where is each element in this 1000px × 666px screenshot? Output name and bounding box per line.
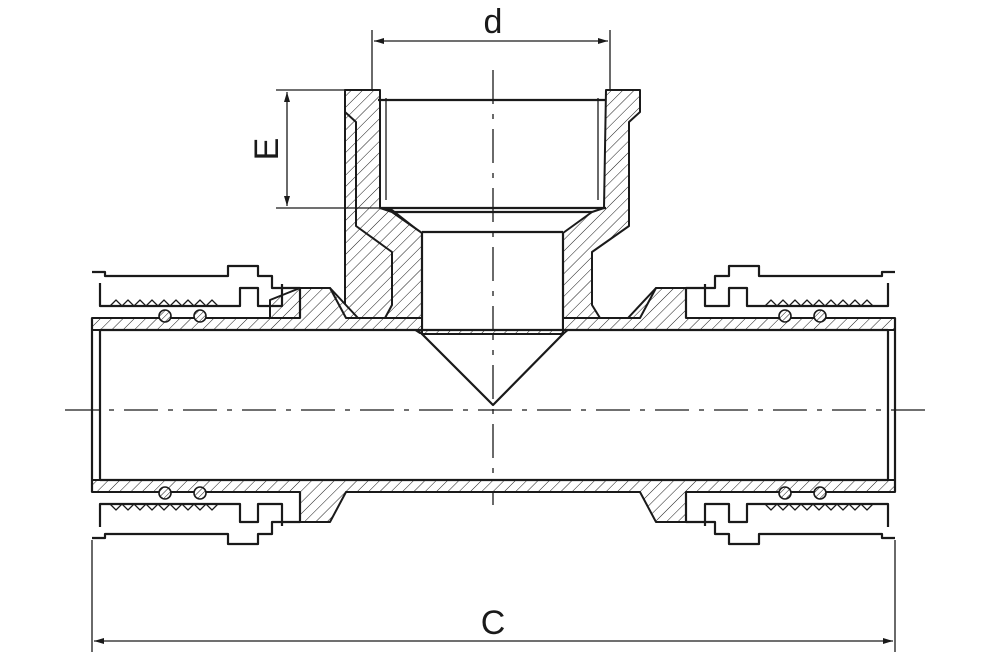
dimension-label-c: C (481, 604, 506, 642)
branch-outlet (269, 89, 687, 407)
main-body (90, 287, 897, 523)
branch-bore (420, 230, 565, 407)
right-teeth-bottom (764, 503, 874, 511)
left-sleeve-top (92, 264, 302, 318)
o-ring (193, 486, 207, 500)
o-ring (778, 309, 792, 323)
o-ring (813, 309, 827, 323)
right-sleeve-bottom-inner (703, 502, 890, 527)
left-sleeve-top-inner (98, 283, 284, 308)
o-ring (158, 486, 172, 500)
right-sleeve-top-inner (703, 283, 890, 308)
dimension-label-d: d (484, 3, 503, 41)
right-teeth-top (764, 299, 874, 307)
dimension-label-e: E (248, 138, 286, 161)
right-pipe-end (886, 318, 897, 492)
dimension-d: d (371, 3, 611, 90)
o-ring (813, 486, 827, 500)
left-sleeve-bottom-inner (98, 502, 284, 527)
o-ring (778, 486, 792, 500)
o-ring (158, 309, 172, 323)
left-pipe-end (90, 318, 102, 492)
left-press-sleeve (92, 264, 302, 546)
left-teeth-top (109, 299, 219, 307)
o-ring (193, 309, 207, 323)
dimension-e: E (248, 89, 380, 209)
dimension-c: C (91, 540, 896, 652)
right-press-sleeve (684, 264, 895, 546)
right-sleeve-top (684, 264, 895, 318)
centerlines (65, 70, 935, 505)
right-sleeve-bottom (684, 492, 895, 546)
left-teeth-bottom (109, 503, 219, 511)
left-sleeve-bottom (92, 492, 302, 546)
